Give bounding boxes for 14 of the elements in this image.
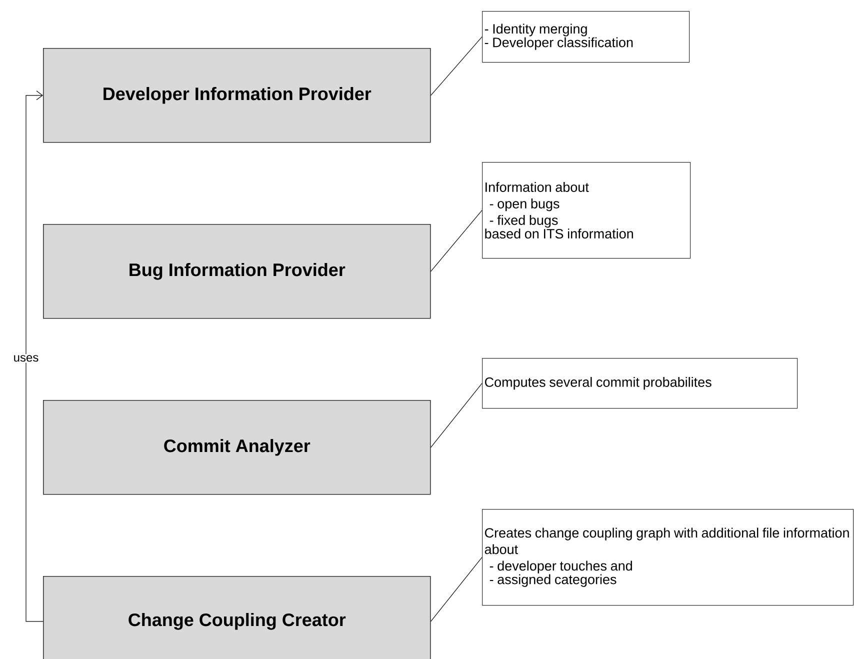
note-box: Computes several commit probabilites <box>482 358 798 409</box>
process-box: Commit Analyzer <box>43 400 431 495</box>
leader-line <box>430 557 482 622</box>
process-box: Developer Information Provider <box>43 48 431 143</box>
edge-label: uses <box>12 354 40 363</box>
process-box: Bug Information Provider <box>43 224 431 319</box>
note-box: Creates change coupling graph with additional file information about - developer touches and - assigned categories <box>482 509 854 606</box>
leader-line <box>430 210 482 272</box>
leader-line <box>430 36 482 96</box>
process-box: Change Coupling Creator <box>43 576 431 659</box>
note-box: Information about - open bugs - fixed bugs based on ITS information <box>482 162 691 259</box>
arrow <box>26 90 44 622</box>
leader-line <box>430 383 482 448</box>
note-box: - Identity merging - Developer classification <box>482 11 690 63</box>
